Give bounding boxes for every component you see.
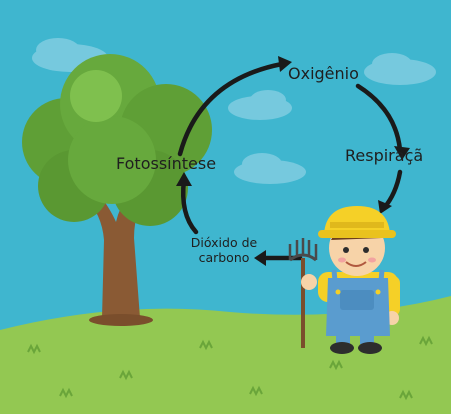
rake-icon [288, 238, 318, 348]
arrowheads [176, 56, 410, 266]
arrow-photosynthesis-to-oxygen [177, 61, 285, 157]
carbon-dioxide-label: Dióxido de carbono [182, 235, 266, 265]
farmer-icon [301, 206, 400, 354]
carbon-dioxide-label-line2: carbono [198, 250, 250, 265]
oxygen-label: Oxigênio [288, 64, 359, 83]
carbon-dioxide-label-line1: Dióxido de [190, 235, 258, 250]
grass-tufts [27, 335, 433, 401]
respiration-label: Respiraçã [345, 146, 424, 165]
tree-icon [22, 54, 212, 326]
photosynthesis-label: Fotossíntese [116, 154, 217, 173]
arrow-oxygen-to-respiration [355, 83, 403, 153]
